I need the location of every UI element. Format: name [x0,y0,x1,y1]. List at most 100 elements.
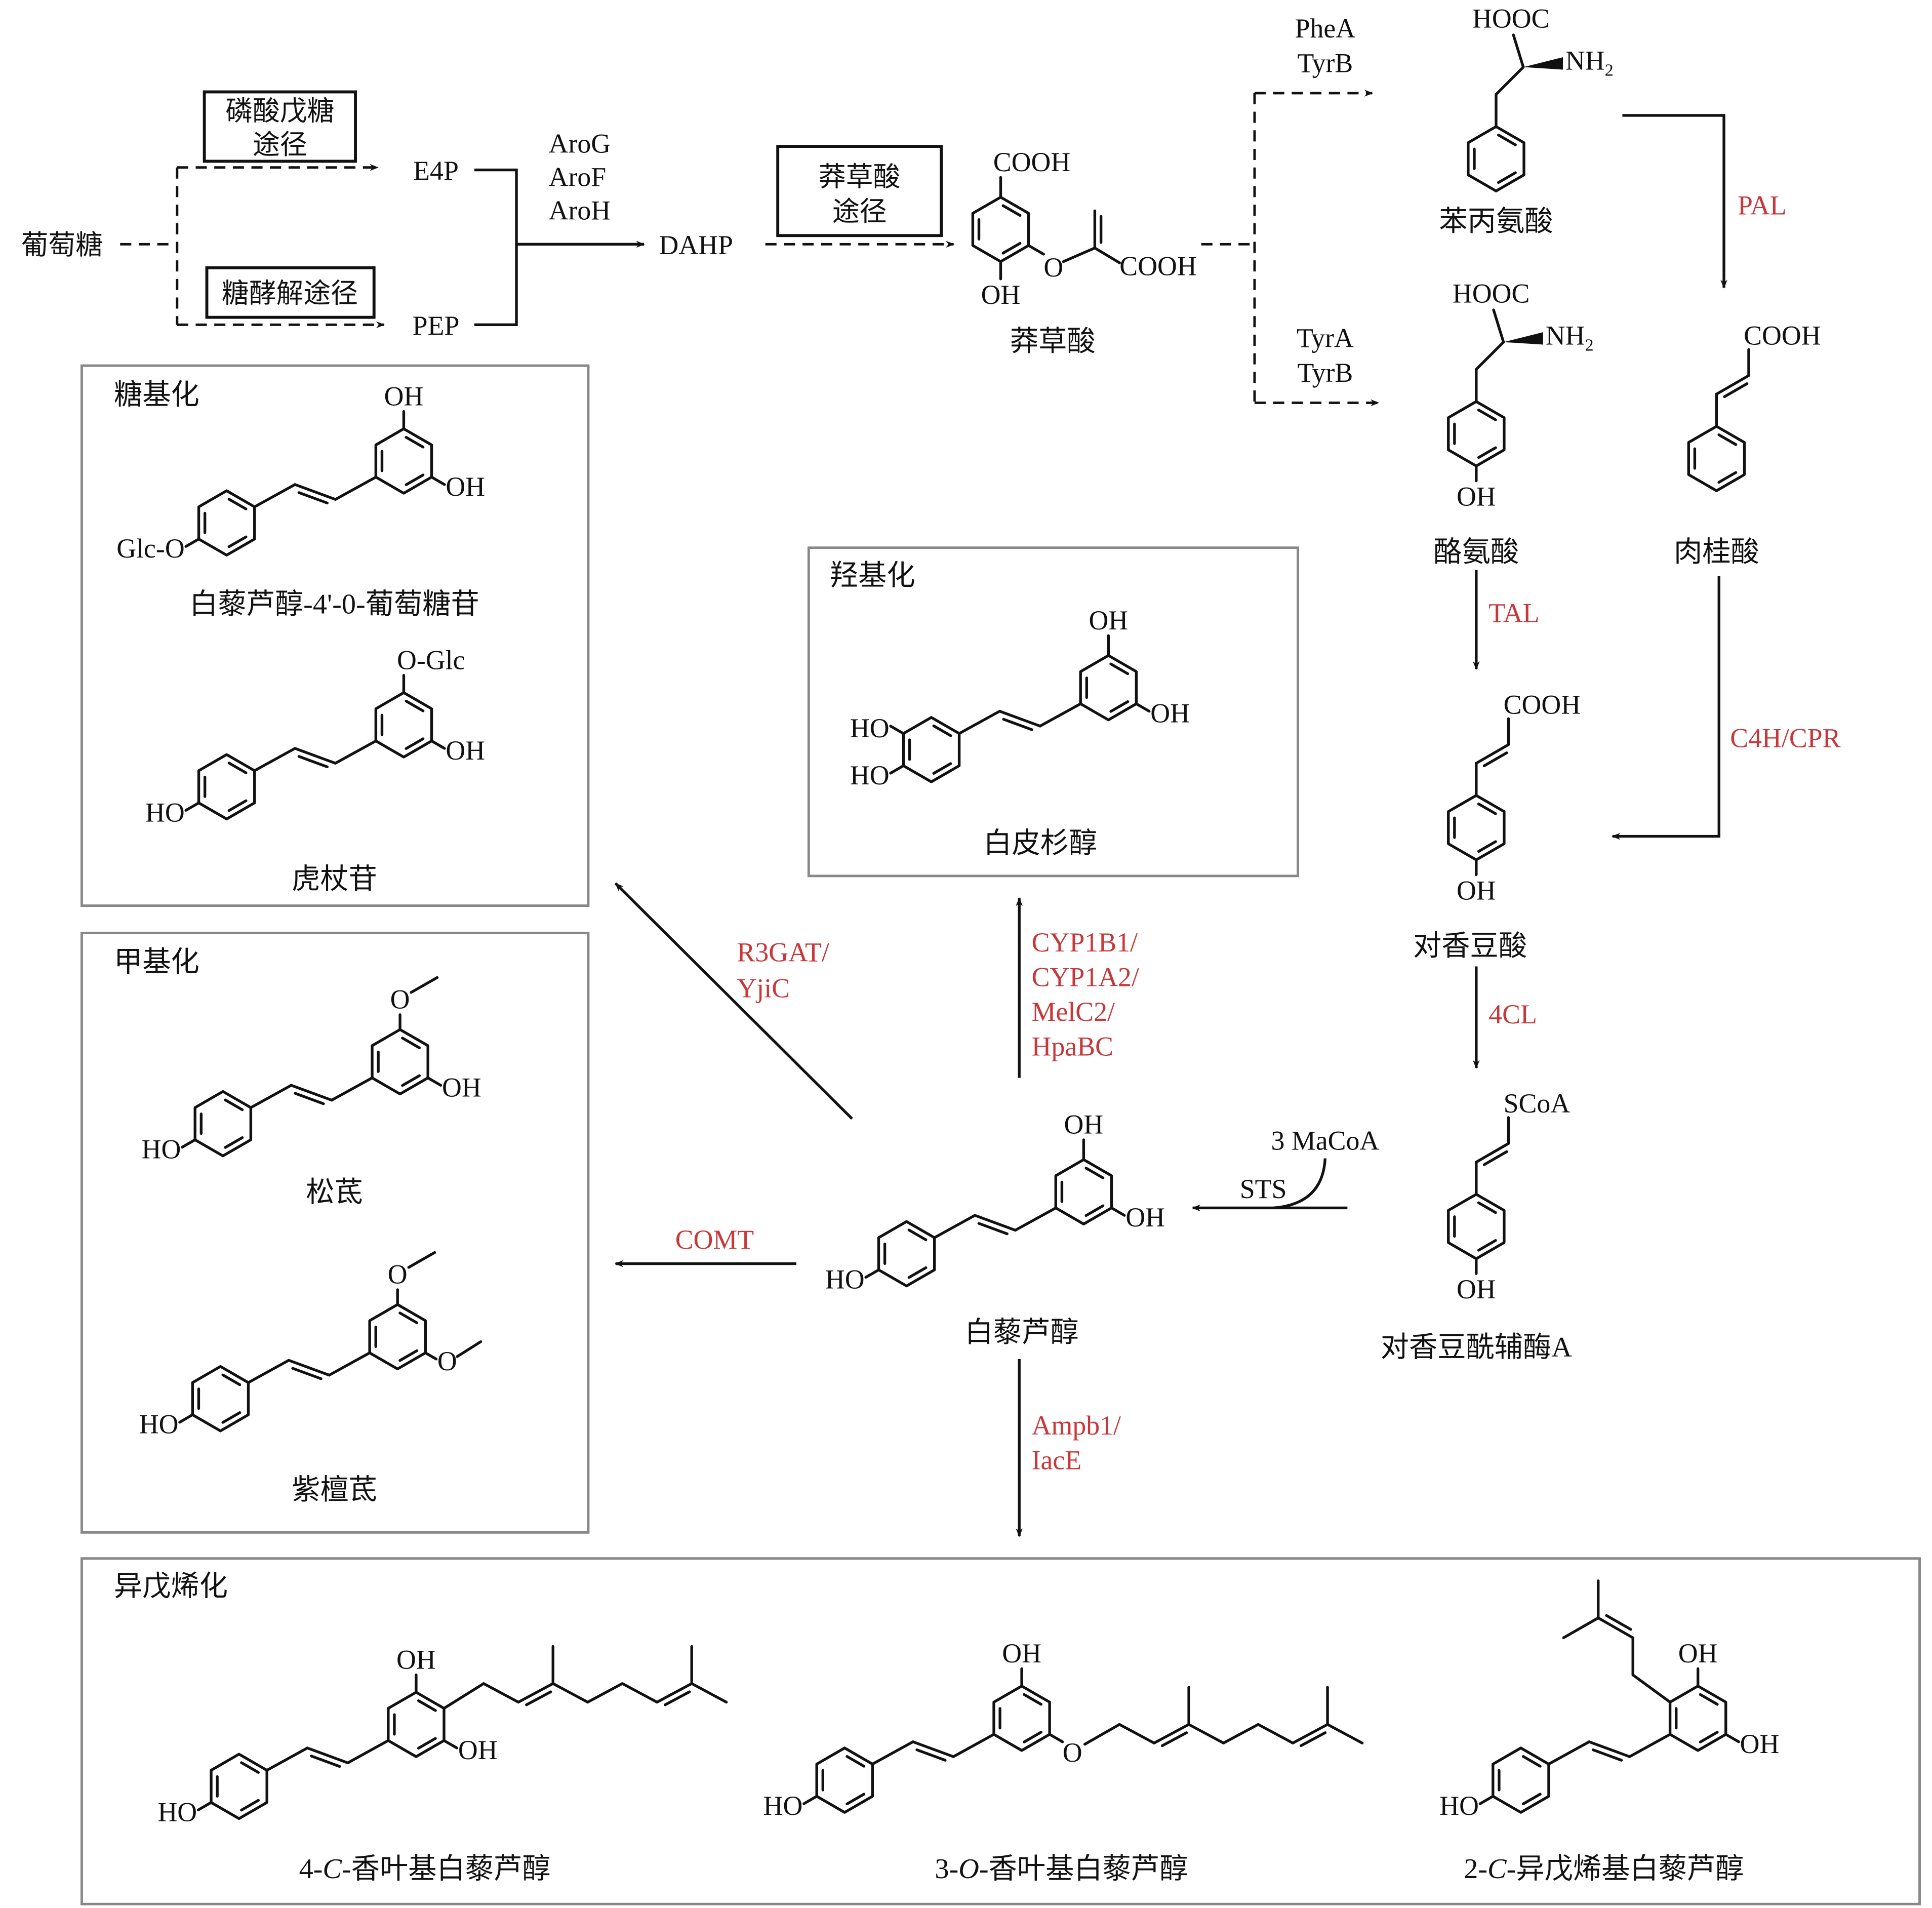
double-bond [1597,1616,1634,1639]
double-bond [1152,1723,1190,1744]
carboxyl-label: HOOC [1453,278,1530,308]
enzyme-hydroxylation: CYP1A2/ [1032,962,1139,992]
aromatic-bond [417,1737,437,1750]
acid-group-label: COOH [1504,689,1581,720]
aromatic-bond [240,1761,260,1774]
e4p-label: E4P [413,155,459,186]
glucose-label: 葡萄糖 [21,230,103,260]
compound-name-resveratrol-glucoside: 白藜芦醇-4'-0-葡萄糖苷 [189,588,479,620]
compound-name-resveratrol: 白藜芦醇 [965,1317,1079,1348]
amine-nh: NH [1565,45,1605,75]
substituent-bond [1478,1795,1495,1805]
bond [330,1076,374,1102]
substituent-bond [424,1351,438,1361]
aromatic-bond [398,1311,419,1325]
methyl-bond [456,1340,482,1358]
oh-label: OH [981,280,1021,310]
amine-label: NH2 [1546,320,1594,354]
chain-bond [1326,1723,1364,1744]
dahp-label: DAHP [659,230,733,260]
benzene-ring [1079,654,1138,722]
benzene-ring [1447,1192,1506,1260]
aromatic-bond [907,1266,928,1279]
name-rest: -香叶基白藜芦醇 [342,1853,550,1885]
methylation-box [80,931,590,1534]
macoa-curve [1273,1158,1327,1210]
double-bond-inner [1482,751,1508,768]
aromatic-bond [1521,1793,1542,1806]
benzene-ring [1492,1746,1550,1814]
enzyme-iace: IacE [1032,1445,1082,1476]
cooh-label: COOH [993,147,1070,177]
substituent-bond [1110,1206,1126,1217]
enzyme-sts: STS [1240,1174,1287,1204]
oh-label: OH [446,471,485,502]
aromatic-bond [932,724,952,737]
upstream-pathway: 葡萄糖磷酸戊糖途径糖酵解途径E4PPEPAroGAroFAroHDAHP莽草酸途… [21,90,955,341]
double-bond-inner [1299,1731,1327,1747]
aromatic-bond [227,762,248,774]
enzyme-yjic: YjiC [737,973,790,1004]
o-glc-label: O-Glc [397,645,465,675]
name-rest: -香叶基白藜芦醇 [979,1853,1188,1885]
double-bond-inner [294,1092,325,1105]
name-italic: C [323,1853,342,1885]
double-bond-inner [525,1690,552,1706]
ho-label: HO [763,1791,803,1821]
aromatic-bond [401,1037,421,1049]
substituent-bond [889,725,905,735]
substituent-bond [184,537,200,548]
tyra-label: TyrA [1297,323,1354,353]
benzene-ring [1467,125,1525,192]
aromatic-bond [1084,1167,1105,1179]
methyl-bond [1562,1616,1600,1639]
benzene-ring [815,1746,874,1814]
oh-label: OH [1150,698,1190,729]
chain-bond [1631,1673,1672,1704]
double-bond [1291,1723,1329,1744]
bond [871,1740,914,1766]
compound-name-shikimate: 莽草酸 [1010,326,1096,357]
aromatic-bond [227,799,248,812]
compound-name-3o-geranyl-resveratrol: 3-O-香叶基白藜芦醇 [935,1853,1188,1885]
methoxy-o-label: O [437,1346,457,1376]
aromatic-bond [1717,471,1738,484]
bond [328,1351,371,1377]
compound-name-piceatannol: 白皮杉醇 [983,827,1097,859]
double-bond-inner [297,491,329,505]
merge-line [474,168,518,327]
hydroxylation-box [807,546,1300,878]
compound-name-4c-geranyl-resveratrol: 4-C-香叶基白藜芦醇 [299,1853,551,1885]
aromatic-bond [846,1755,866,1768]
benzene-ring [374,427,433,495]
enzyme-4cl: 4CL [1488,999,1537,1029]
aromatic-bond [405,699,425,712]
substituent-bond [1027,244,1045,256]
acid-group-label: COOH [1744,320,1821,350]
benzene-ring [191,1365,250,1433]
enzyme-comt: COMT [675,1224,754,1255]
bond [1495,65,1525,96]
pep-label: PEP [413,310,460,341]
name-italic: C [1487,1853,1507,1885]
substituent-bond [1135,702,1151,713]
aromatic-bond [1477,840,1497,853]
aromatic-bond [1001,242,1022,255]
oh-label: OH [1678,1638,1718,1668]
aromatic-bond [846,1793,866,1806]
benzene-ring [210,1753,268,1820]
amine-nh: NH [1546,320,1585,350]
bond [1512,33,1525,69]
substituent-bond [430,475,446,486]
aromatic-bond [907,1228,928,1242]
chain-bond [1083,1723,1121,1746]
chain-bond [442,1682,485,1710]
